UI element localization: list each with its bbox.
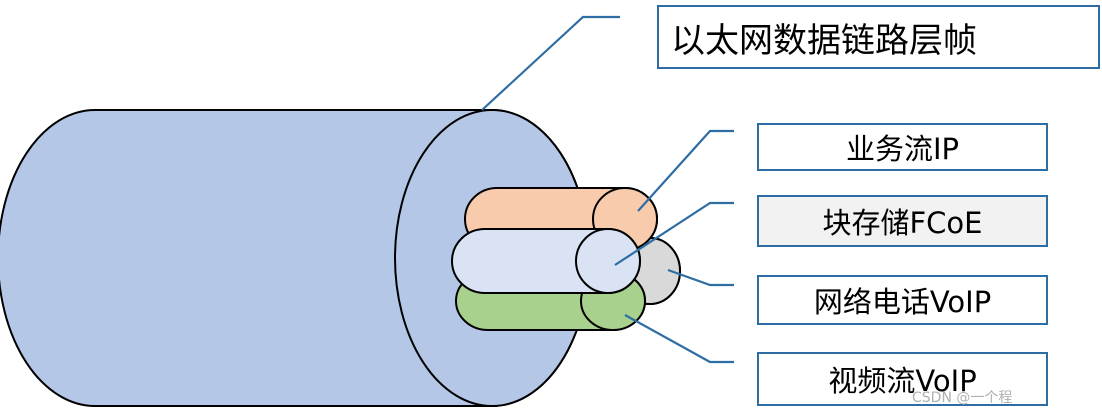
leader-lines bbox=[481, 15, 734, 364]
leader-line-title bbox=[481, 15, 620, 111]
wire-storage bbox=[451, 228, 641, 294]
label-business-box: 业务流IP bbox=[757, 123, 1048, 171]
watermark: CSDN @一个程 bbox=[912, 390, 1013, 406]
label-storage: 块存储FCoE bbox=[822, 206, 983, 240]
title-text: 以太网数据链路层帧 bbox=[671, 20, 977, 61]
title-box: 以太网数据链路层帧 bbox=[657, 5, 1100, 69]
leader-line-voip bbox=[667, 268, 734, 287]
leader-line-storage bbox=[614, 201, 734, 266]
leader-line-video bbox=[624, 314, 734, 364]
label-business: 业务流IP bbox=[845, 132, 960, 166]
label-storage-box: 块存储FCoE bbox=[757, 195, 1048, 247]
label-video-box: 视频流VoIP bbox=[757, 352, 1048, 406]
label-voip: 网络电话VoIP bbox=[813, 285, 992, 319]
cable bbox=[0, 109, 590, 407]
label-voip-box: 网络电话VoIP bbox=[757, 275, 1048, 325]
label-video: 视频流VoIP bbox=[828, 364, 977, 398]
leader-line-business bbox=[637, 129, 734, 212]
